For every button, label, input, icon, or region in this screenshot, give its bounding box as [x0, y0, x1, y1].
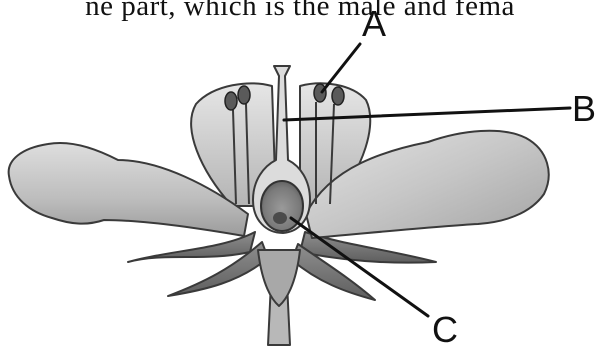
- sepals: [128, 232, 436, 306]
- label-a: A: [362, 3, 386, 44]
- anther-icon: [332, 87, 344, 105]
- anther-icon: [238, 86, 250, 104]
- anther-icon: [314, 84, 326, 102]
- label-b: B: [572, 88, 596, 129]
- ovule-icon: [273, 212, 287, 224]
- leader-a: [322, 44, 360, 92]
- anther-icon: [225, 92, 237, 110]
- label-c: C: [432, 309, 458, 350]
